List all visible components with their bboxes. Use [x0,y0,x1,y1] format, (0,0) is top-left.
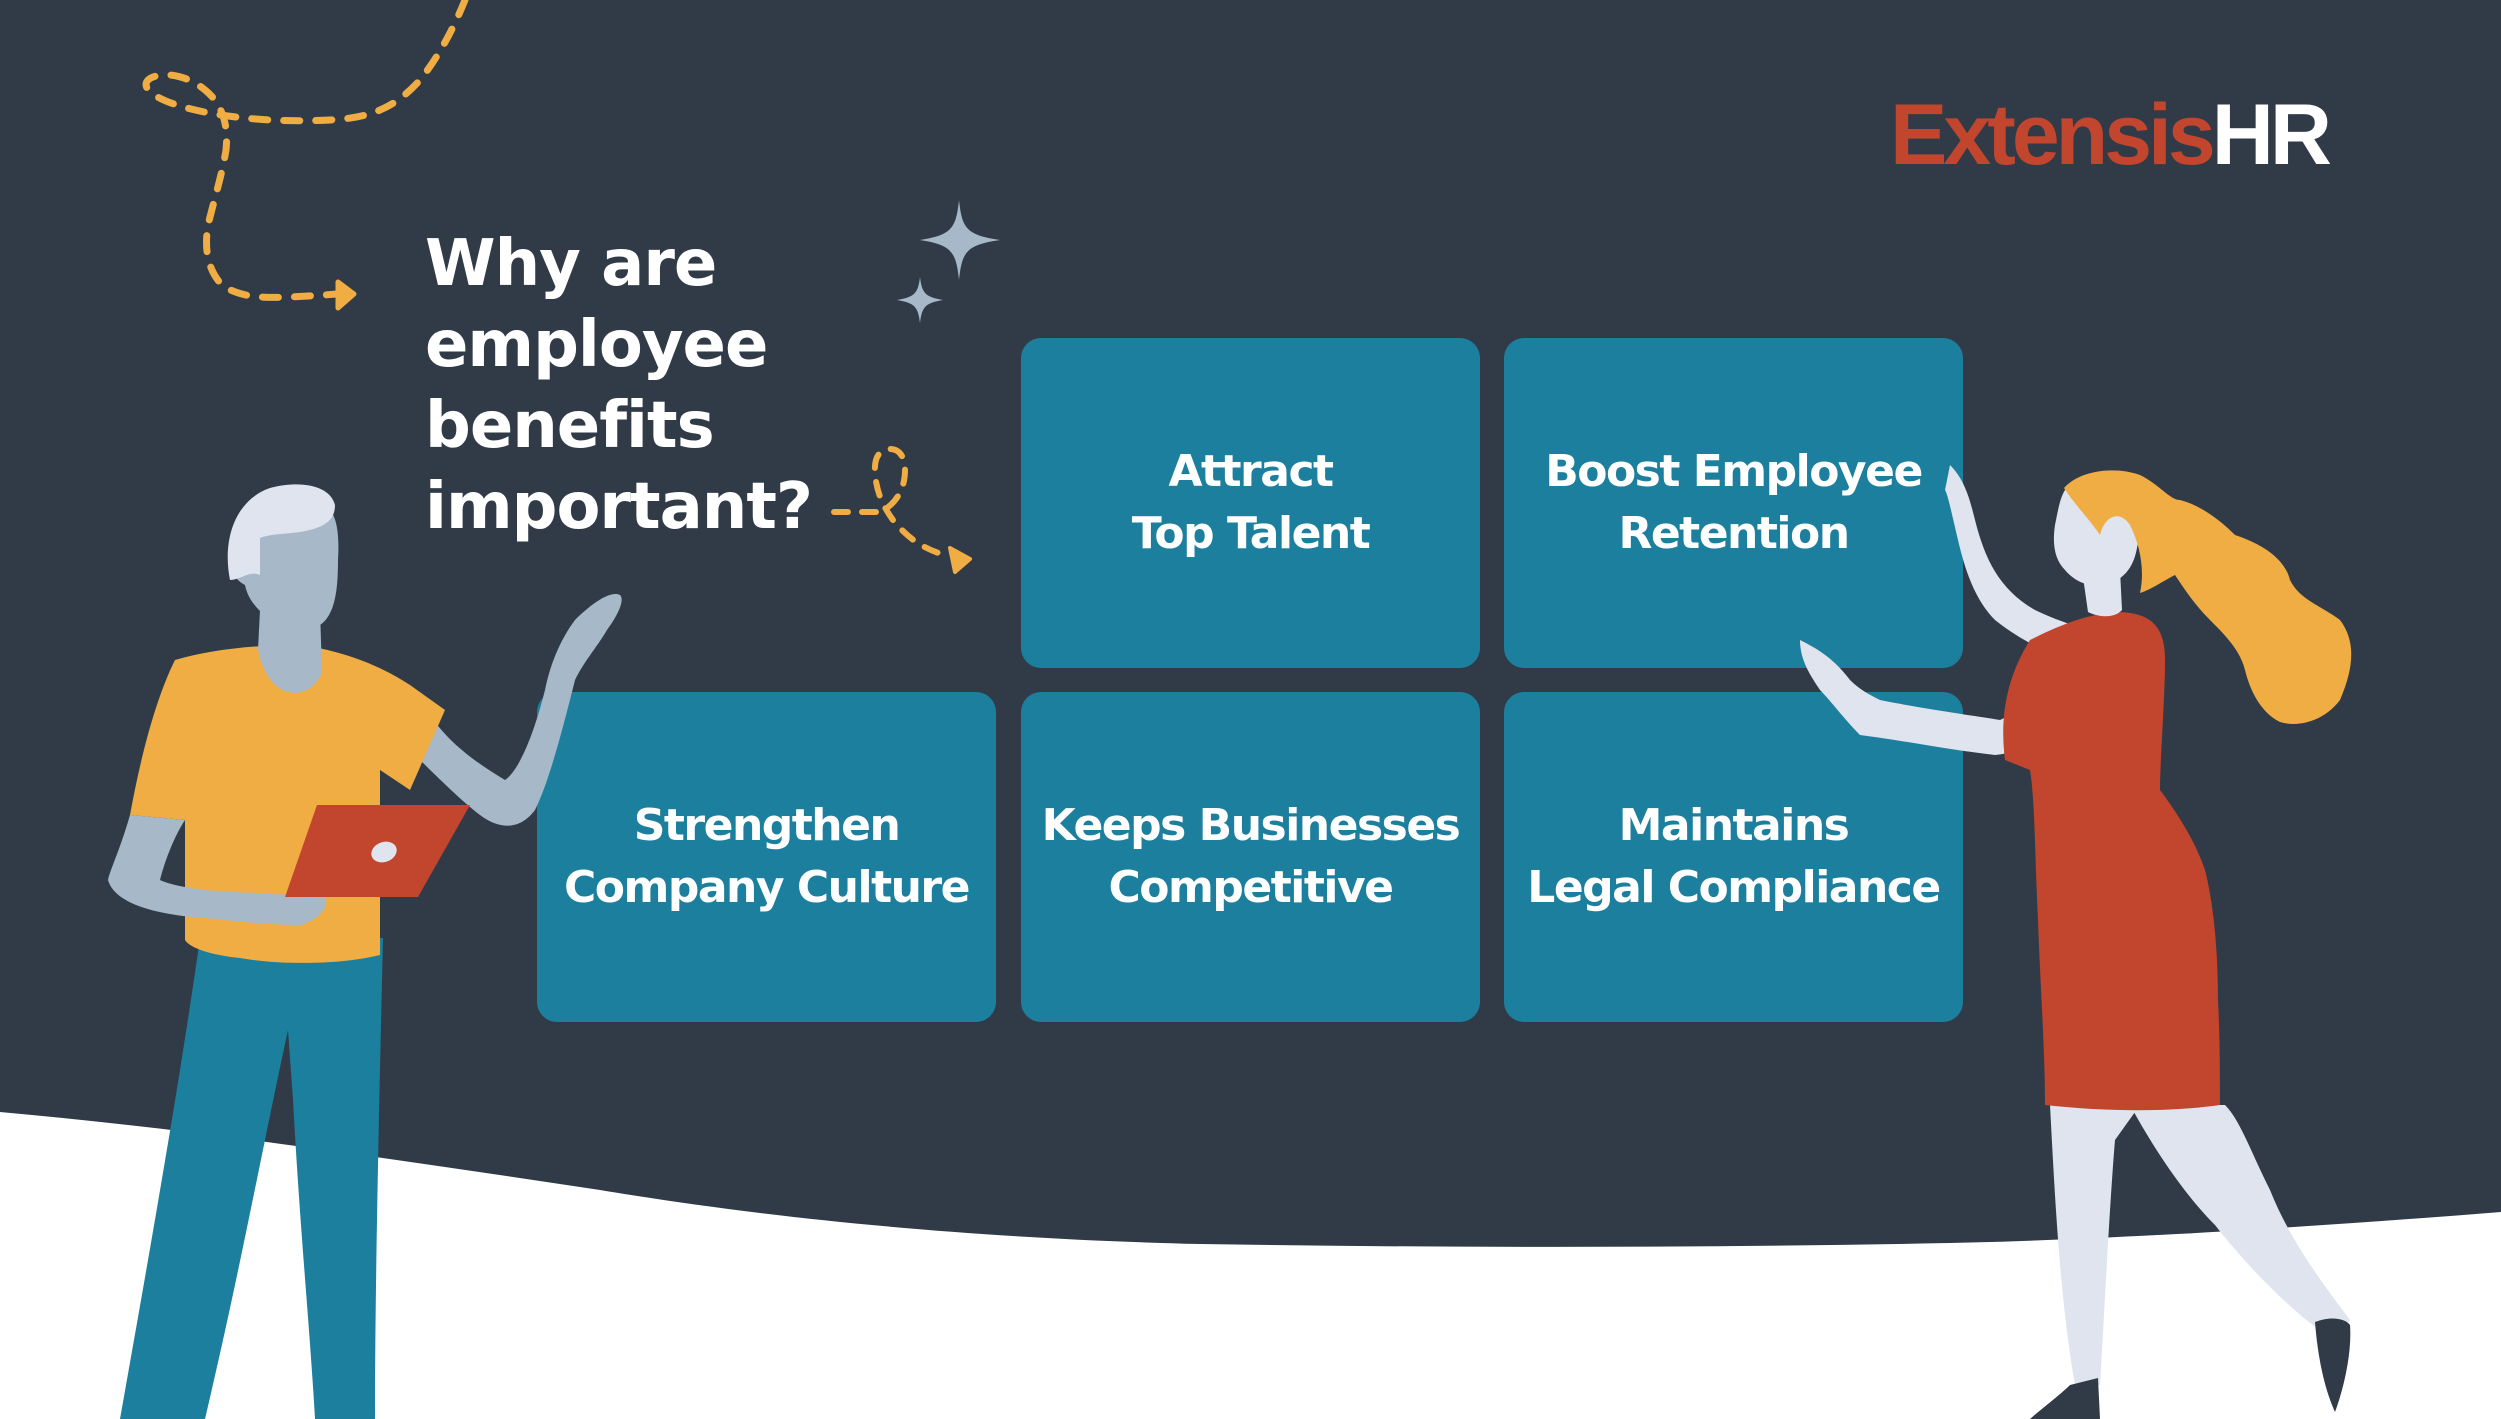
card-label: Keeps Businesses Competitive [1041,800,1461,913]
card-maintains-legal-compliance[interactable]: Maintains Legal Compliance [1504,692,1963,1022]
dashed-arrow-icon [142,0,469,301]
logo-brand-text: Extensis [1890,87,2216,183]
card-boost-employee-retention[interactable]: Boost Employee Retention [1504,338,1963,668]
card-label: Maintains Legal Compliance [1527,800,1941,913]
logo-suffix-text: HR [2211,87,2332,183]
card-label: Strengthen Company Culture [564,800,970,913]
extensis-hr-logo: ExtensisHR [1890,92,2332,178]
card-label: Boost Employee Retention [1545,446,1923,559]
sparkle-icon-small [897,277,943,323]
sparkle-icon [920,200,1000,280]
arrowhead-icon [335,279,357,311]
dashed-arrow-icon-small [831,445,948,558]
card-label: Attract Top Talent [1131,446,1371,559]
card-keeps-businesses-competitive[interactable]: Keeps Businesses Competitive [1021,692,1480,1022]
page-title: Why are employee benefits important? [425,227,813,544]
card-attract-top-talent[interactable]: Attract Top Talent [1021,338,1480,668]
arrowhead-icon-small [948,546,972,574]
card-strengthen-company-culture[interactable]: Strengthen Company Culture [537,692,996,1022]
